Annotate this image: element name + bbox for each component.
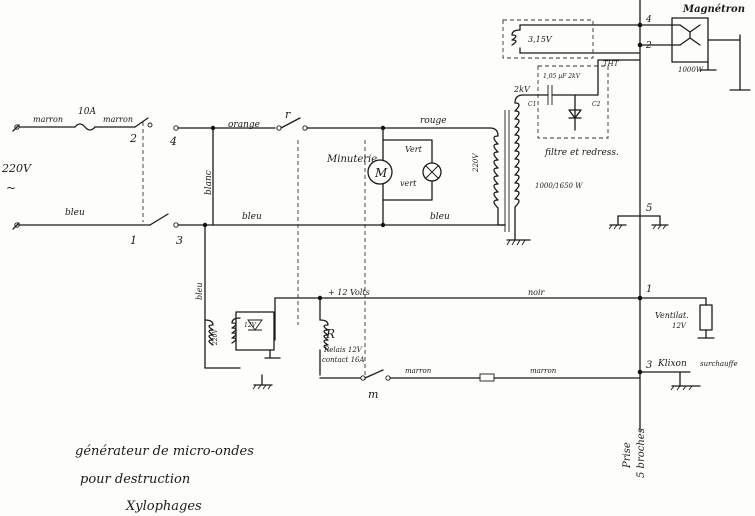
label-terminal-2: 2 (129, 132, 137, 145)
label-small-transfo-primary: 220V (212, 329, 219, 346)
mains-bottom-line (12, 213, 506, 230)
label-pin-2: 2 (645, 41, 652, 51)
label-pin-3: 3 (646, 360, 652, 371)
label-ac-symbol: ~ (6, 181, 16, 195)
label-transformer-primary: 220V (472, 153, 480, 173)
label-wire-brown-1: marron (33, 115, 63, 124)
label-magnetron: Magnétron (682, 4, 745, 15)
label-timer-contact-2: vert (400, 179, 417, 188)
label-wire-black: noir (528, 288, 546, 297)
label-socket-1: Prise (622, 442, 633, 469)
label-pin-5: 5 (646, 203, 652, 214)
magnetron (639, 17, 751, 91)
label-hv: 2kV (513, 85, 531, 94)
label-fuse: 10A (78, 107, 96, 117)
label-filter: filtre et redress. (544, 148, 619, 158)
label-wire-blue-vert: bleu (195, 282, 204, 300)
line-12v (274, 295, 641, 341)
label-relay-desc-2: contact 16A (322, 356, 365, 364)
label-capacitor: 1,05 µF 2kV (543, 73, 581, 80)
relay-R (297, 140, 366, 380)
label-plus-12v: + 12 Volts (328, 288, 370, 297)
label-ventilation-v: 12V (672, 322, 687, 330)
small-transformer (204, 311, 281, 390)
label-transformer-va: 1000/1650 W (535, 182, 583, 190)
label-relay-R: R (325, 327, 335, 341)
label-wire-blue-right: bleu (430, 212, 450, 222)
label-wire-brown-2: marron (103, 115, 133, 124)
label-relay-desc-1: Relais 12V (323, 346, 363, 354)
label-small-transfo-secondary: 12V (244, 322, 257, 329)
label-wire-brown-bottom-1: marron (405, 367, 432, 375)
label-pin-4: 4 (645, 15, 652, 25)
mains-top-line (12, 117, 491, 222)
label-wire-blue-mid: bleu (242, 212, 262, 222)
label-heater-voltage: 3,15V (528, 35, 553, 44)
main-transformer (489, 94, 531, 246)
title-line-2: pour destruction (80, 472, 190, 487)
bottom-marron-line (319, 369, 641, 382)
label-ventilation: Ventilat. (655, 311, 689, 320)
label-wire-brown-bottom-2: marron (530, 367, 557, 375)
label-wire-white: blanc (204, 170, 214, 195)
label-c2: C2 (592, 101, 601, 108)
label-wire-blue-left: bleu (65, 208, 85, 218)
label-tht: THT (603, 60, 620, 68)
label-minuterie: Minuterie (326, 154, 377, 165)
label-terminal-4: 4 (169, 135, 177, 148)
label-timer-contact-1: Vert (405, 145, 423, 154)
label-klixon: Klixon (657, 359, 687, 369)
pin5-ground (608, 215, 669, 230)
label-magnetron-power: 1000W (678, 66, 704, 74)
label-surtemp: surchauffe (700, 360, 738, 368)
title-line-1: générateur de micro-ondes (75, 444, 254, 459)
label-terminal-3: 3 (176, 234, 183, 247)
label-socket-2: 5 broches (636, 428, 647, 478)
fan-ventilation (639, 297, 715, 339)
title-line-3: Xylophages (125, 499, 202, 514)
label-pin-1: 1 (646, 284, 652, 295)
label-c1: C1 (528, 101, 536, 108)
label-terminal-1: 1 (130, 234, 137, 247)
label-wire-red: rouge (420, 116, 447, 126)
label-wire-orange: orange (228, 120, 260, 130)
label-switch-m: m (368, 388, 378, 401)
klixon (639, 371, 701, 391)
label-motor: M (374, 166, 388, 180)
label-mains-voltage: 220V (1, 162, 32, 175)
timer-block (367, 125, 442, 228)
label-relay-contact-r: r (285, 108, 291, 121)
filter-rectifier (522, 59, 641, 139)
heater-winding (502, 19, 641, 59)
